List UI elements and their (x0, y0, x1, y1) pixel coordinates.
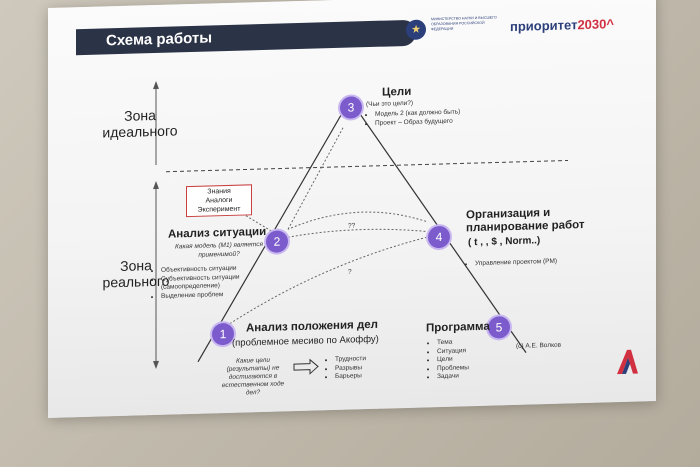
author-credit: (с) А.Е. Волков (516, 341, 562, 350)
zone-divider (166, 159, 568, 173)
program-label: Программа (426, 320, 490, 335)
knowledge-item: Эксперимент (197, 205, 241, 214)
situation-question: Какая модель (М1) является применимой? (175, 240, 263, 259)
arrow-4-to-2 (287, 211, 427, 230)
arrow-3-to-2 (287, 127, 344, 230)
program-bullets: Тема Ситуация Цели Проблемы Задачи (428, 337, 507, 382)
ideal-zone-label: Зона идеального (102, 106, 178, 141)
ideal-zone-arrowhead (153, 80, 159, 90)
knowledge-box: Знания Аналоги Эксперимент (186, 184, 252, 218)
question-mark-single: ? (348, 268, 352, 276)
arrow-2-to-4 (275, 228, 427, 241)
gaps-bullets: Трудности Разрывы Барьеры (326, 354, 415, 382)
goals-label: Цели (382, 85, 412, 99)
goals-question: (Чьи это цели?) (366, 99, 414, 109)
real-zone-arrowhead-bottom (153, 360, 159, 369)
organization-label: Организация и планирование работ (466, 206, 585, 235)
goals-not-achieved-question: Какие цели (результаты) не достигаются в… (221, 356, 285, 397)
situation-bullets: Объективность ситуации Субъективность си… (152, 264, 251, 301)
university-logo-icon (617, 349, 638, 375)
projected-slide: Схема работы ★ Министерство науки и высш… (48, 0, 656, 418)
real-zone-arrowhead-top (153, 180, 159, 190)
gaps-arrow-icon (293, 358, 319, 375)
organization-params: ( t , , $ , Norm..) (468, 235, 541, 249)
question-mark-double: ?? (348, 222, 356, 230)
